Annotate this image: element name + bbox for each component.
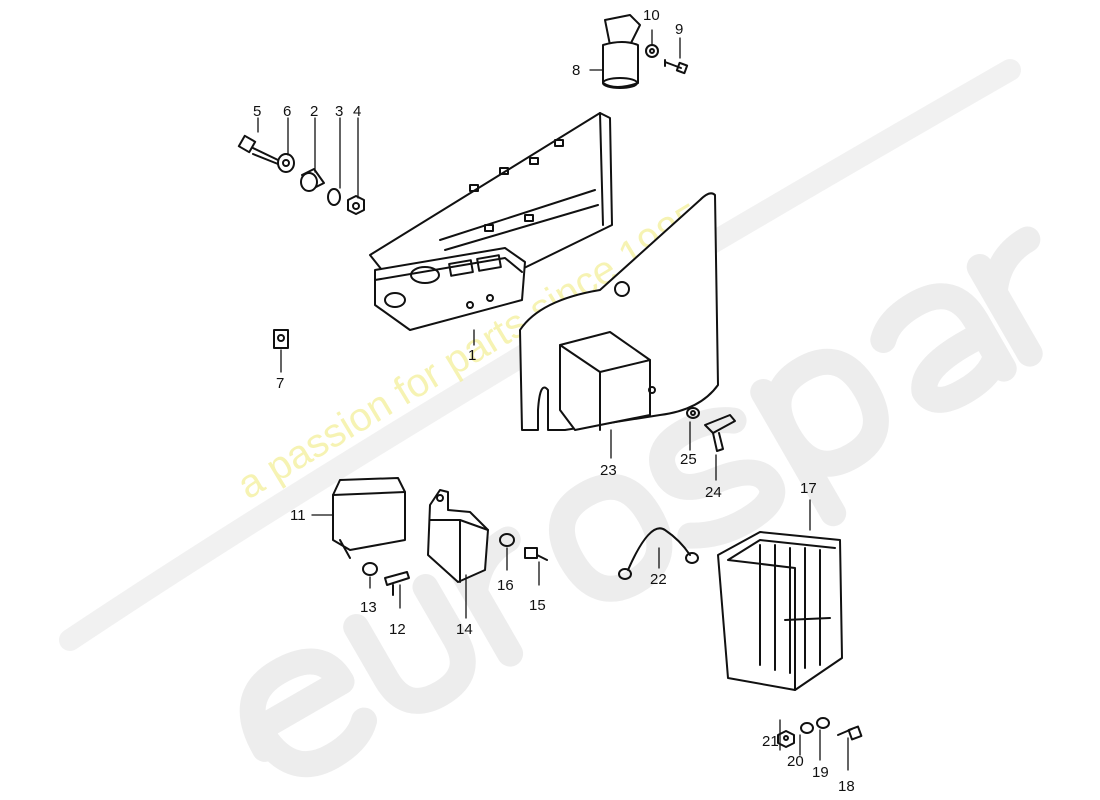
callout-4: 4 bbox=[353, 103, 362, 120]
part-20-washer bbox=[800, 722, 814, 734]
callout-17: 17 bbox=[800, 480, 817, 497]
callout-25: 25 bbox=[680, 451, 697, 468]
callout-23: 23 bbox=[600, 462, 617, 479]
part-9-bolt bbox=[664, 59, 689, 75]
part-12-screw bbox=[384, 571, 410, 596]
callout-11: 11 bbox=[290, 507, 306, 524]
callout-15: 15 bbox=[529, 597, 546, 614]
callout-14: 14 bbox=[456, 621, 473, 638]
callout-7: 7 bbox=[276, 375, 285, 392]
callout-5: 5 bbox=[253, 103, 262, 120]
part-10-washer bbox=[645, 44, 659, 58]
callout-9: 9 bbox=[675, 21, 684, 38]
callout-6: 6 bbox=[283, 103, 292, 120]
callout-8: 8 bbox=[572, 62, 581, 79]
callout-12: 12 bbox=[389, 621, 406, 638]
part-8-relay bbox=[602, 14, 641, 89]
callout-21: 21 bbox=[762, 733, 779, 750]
callout-16: 16 bbox=[497, 577, 514, 594]
callout-10: 10 bbox=[643, 7, 660, 24]
callout-19: 19 bbox=[812, 764, 829, 781]
part-17-regulator bbox=[717, 531, 843, 691]
part-21-nut bbox=[777, 730, 795, 748]
part-13-washer bbox=[362, 562, 378, 576]
callout-24: 24 bbox=[705, 484, 722, 501]
part-23-cover bbox=[519, 192, 719, 431]
watermark-swoosh bbox=[59, 59, 1021, 651]
part-7-clip bbox=[273, 329, 289, 349]
callout-3: 3 bbox=[335, 103, 344, 120]
part-25-washer bbox=[686, 407, 700, 419]
part-2-spacer bbox=[300, 168, 325, 192]
part-5-bolt bbox=[237, 134, 279, 165]
part-11-relay bbox=[332, 477, 406, 559]
part-18-bolt bbox=[837, 725, 863, 741]
part-4-nut bbox=[347, 195, 365, 215]
callout-20: 20 bbox=[787, 753, 804, 770]
part-14-module bbox=[427, 489, 489, 583]
part-6-washer bbox=[277, 153, 295, 173]
callout-13: 13 bbox=[360, 599, 377, 616]
part-15-screw bbox=[524, 547, 548, 561]
callout-1: 1 bbox=[468, 347, 477, 364]
part-22-ground-strap bbox=[618, 527, 699, 580]
callout-2: 2 bbox=[310, 103, 319, 120]
callout-18: 18 bbox=[838, 778, 855, 795]
part-19-washer bbox=[816, 717, 830, 729]
callout-22: 22 bbox=[650, 571, 667, 588]
leader-lines bbox=[257, 29, 849, 771]
part-16-washer bbox=[499, 533, 515, 547]
part-1-bracket bbox=[369, 112, 613, 331]
part-3-washer bbox=[327, 188, 341, 206]
part-24-connector bbox=[704, 414, 736, 452]
